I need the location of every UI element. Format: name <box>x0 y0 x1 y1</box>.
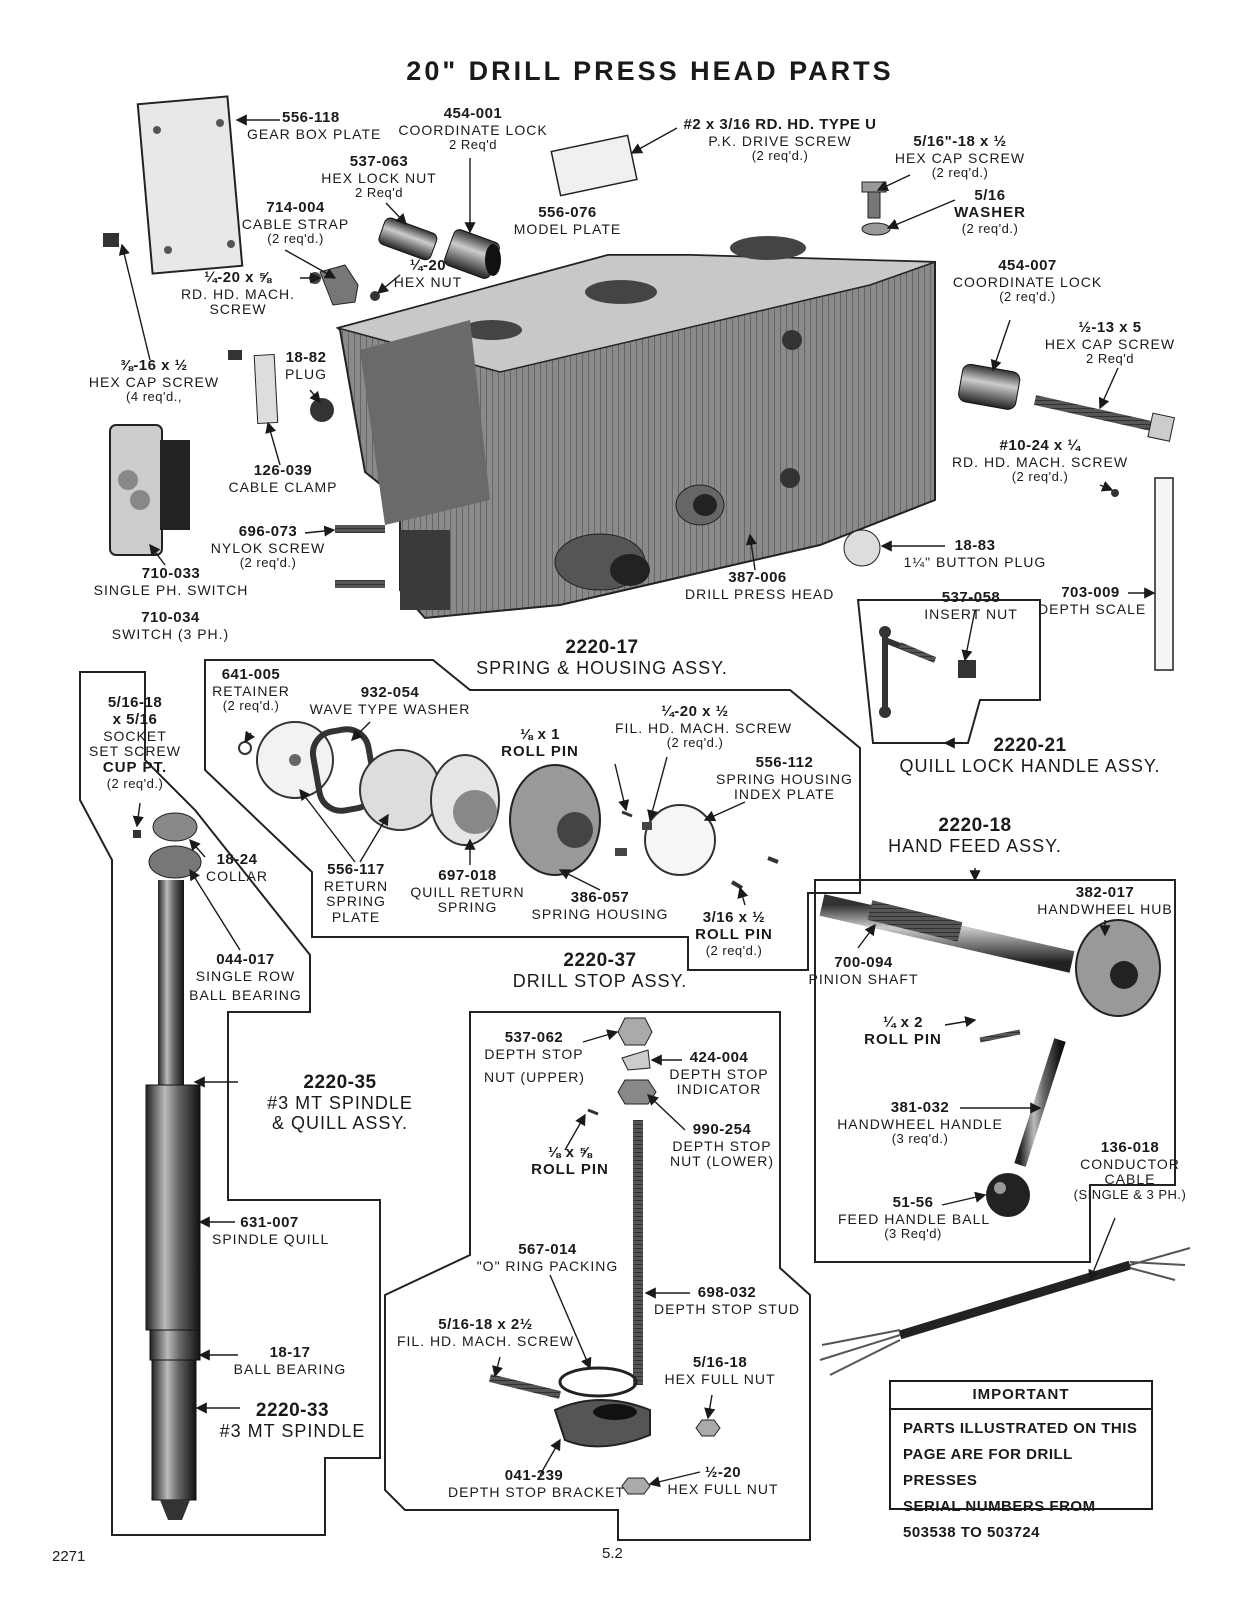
label-wave-washer: 932-054 WAVE TYPE WASHER <box>309 684 471 717</box>
label-depth-stop-bracket: 041-239 DEPTH STOP BRACKET <box>448 1467 625 1500</box>
conductor-cable <box>819 1247 1191 1376</box>
label-coordinate-lock-a: 454-001 COORDINATE LOCK 2 Req'd <box>398 105 548 153</box>
label-depth-stop-nut-upper: 537-062 DEPTH STOP NUT (UPPER) <box>484 1029 585 1086</box>
label-rd-hd-screw-14: ¼-20 x ⅝ RD. HD. MACH. SCREW <box>180 269 296 318</box>
label-quill-return-spring: 697-018 QUILL RETURN SPRING <box>410 867 525 916</box>
label-ball-bearing-single: 044-017 SINGLE ROW BALL BEARING <box>189 951 302 1004</box>
label-roll-pin-18x58: ⅛ x ⅝ ROLL PIN <box>531 1144 609 1178</box>
label-insert-nut: 537-058 INSERT NUT <box>924 589 1018 622</box>
label-button-plug: 18-83 1¼" BUTTON PLUG <box>903 537 1047 570</box>
label-fil-hd-screw-14: ¼-20 x ½ FIL. HD. MACH. SCREW (2 req'd.) <box>615 703 793 751</box>
label-handwheel-handle: 381-032 HANDWHEEL HANDLE (3 req'd.) <box>837 1099 1003 1147</box>
label-fil-hd-screw-516: 5/16-18 x 2½ FIL. HD. MACH. SCREW <box>396 1316 575 1349</box>
label-feed-handle-ball: 51-56 FEED HANDLE BALL (3 Req'd) <box>838 1194 991 1242</box>
quill-lock-handle <box>879 626 976 718</box>
doc-number: 2271 <box>52 1548 86 1565</box>
label-rd-hd-screw-10: #10-24 x ¼ RD. HD. MACH. SCREW (2 req'd.… <box>951 437 1129 485</box>
label-single-switch: 710-033 SINGLE PH. SWITCH <box>93 565 249 598</box>
label-hex-full-nut-516: 5/16-18 HEX FULL NUT <box>664 1354 776 1387</box>
hand-feed-parts <box>819 894 1161 1217</box>
label-washer-516: 5/16 WASHER (2 req'd.) <box>954 187 1026 236</box>
label-drill-press-head: 387-006 DRILL PRESS HEAD <box>685 569 835 602</box>
assembly-drill-stop: 2220-37 DRILL STOP ASSY. <box>512 950 688 992</box>
label-nylok-screw: 696-073 NYLOK SCREW (2 req'd.) <box>210 523 326 571</box>
label-handwheel-hub: 382-017 HANDWHEEL HUB <box>1037 884 1173 917</box>
important-heading: IMPORTANT <box>891 1382 1151 1410</box>
page-title: 20" DRILL PRESS HEAD PARTS <box>406 56 894 86</box>
assembly-hand-feed: 2220-18 HAND FEED ASSY. <box>888 815 1062 857</box>
label-depth-stop-nut-lower: 990-254 DEPTH STOP NUT (LOWER) <box>669 1121 775 1170</box>
spindle-quill-parts <box>133 812 202 1520</box>
label-index-plate: 556-112 SPRING HOUSING INDEX PLATE <box>716 754 853 803</box>
label-retainer: 641-005 RETAINER (2 req'd.) <box>212 666 290 714</box>
label-hex-cap-screw-12: ½-13 x 5 HEX CAP SCREW 2 Req'd <box>1044 319 1176 367</box>
label-hex-lock-nut: 537-063 HEX LOCK NUT 2 Req'd <box>321 153 437 201</box>
label-cable-clamp: 126-039 CABLE CLAMP <box>228 462 338 495</box>
label-hex-cap-screw-516: 5/16"-18 x ½ HEX CAP SCREW (2 req'd.) <box>894 133 1026 181</box>
spring-housing-parts <box>238 721 779 890</box>
label-cable-strap: 714-004 CABLE STRAP (2 req'd.) <box>241 199 350 247</box>
label-depth-stop-stud: 698-032 DEPTH STOP STUD <box>654 1284 800 1317</box>
label-roll-pin-316: 3/16 x ½ ROLL PIN (2 req'd.) <box>695 909 773 958</box>
label-plug: 18-82 PLUG <box>284 349 328 382</box>
assembly-quill-lock: 2220-21 QUILL LOCK HANDLE ASSY. <box>899 735 1161 777</box>
label-hex-full-nut-12: ½-20 HEX FULL NUT <box>667 1464 779 1497</box>
label-hex-cap-screw-38: ⅜-16 x ½ HEX CAP SCREW (4 req'd., <box>88 357 220 405</box>
label-socket-set-screw: 5/16-18 x 5/16 SOCKET SET SCREW CUP PT. … <box>89 694 181 791</box>
important-note: IMPORTANT PARTS ILLUSTRATED ON THIS PAGE… <box>889 1380 1153 1541</box>
label-depth-stop-indicator: 424-004 DEPTH STOP INDICATOR <box>669 1049 769 1098</box>
label-switch-3ph: 710-034 SWITCH (3 PH.) <box>111 609 230 642</box>
label-spindle-quill: 631-007 SPINDLE QUILL <box>212 1214 330 1247</box>
assembly-spindle: 2220-33 #3 MT SPINDLE <box>219 1400 366 1442</box>
label-coordinate-lock-b: 454-007 COORDINATE LOCK (2 req'd.) <box>952 257 1103 305</box>
label-return-spring-plate: 556-117 RETURN SPRING PLATE <box>323 861 389 926</box>
label-spring-housing: 386-057 SPRING HOUSING <box>531 889 669 922</box>
page-number: 5.2 <box>602 1545 623 1562</box>
label-gear-box-plate: 556-118 GEAR BOX PLATE <box>247 109 382 142</box>
important-line: PAGE ARE FOR DRILL PRESSES <box>903 1446 1073 1489</box>
label-model-plate: 556-076 MODEL PLATE <box>513 204 622 237</box>
leader-lines <box>118 114 1156 1488</box>
label-drive-screw: #2 x 3/16 RD. HD. TYPE U P.K. DRIVE SCRE… <box>683 116 877 164</box>
important-line: 503538 TO 503724 <box>903 1524 1041 1541</box>
label-depth-scale: 703-009 DEPTH SCALE <box>1038 584 1147 617</box>
label-pinion-shaft: 700-094 PINION SHAFT <box>808 954 919 987</box>
important-body: PARTS ILLUSTRATED ON THIS PAGE ARE FOR D… <box>891 1410 1151 1552</box>
important-line: SERIAL NUMBERS FROM <box>903 1498 1096 1515</box>
label-collar: 18-24 COLLAR <box>205 851 269 884</box>
assembly-outlines <box>79 599 1176 1541</box>
assembly-spring-housing: 2220-17 SPRING & HOUSING ASSY. <box>476 637 728 679</box>
drill-press-head-casting <box>335 236 936 620</box>
label-conductor-cable: 136-018 CONDUCTOR CABLE (SINGLE & 3 PH.) <box>1073 1139 1187 1203</box>
label-roll-pin-18x1: ⅛ x 1 ROLL PIN <box>501 726 579 760</box>
label-o-ring: 567-014 "O" RING PACKING <box>476 1241 619 1274</box>
label-roll-pin-14x2: ¼ x 2 ROLL PIN <box>864 1014 942 1048</box>
upper-small-parts <box>103 95 1176 671</box>
assembly-spindle-quill: 2220-35 #3 MT SPINDLE & QUILL ASSY. <box>267 1072 413 1134</box>
label-ball-bearing: 18-17 BALL BEARING <box>233 1344 347 1377</box>
label-hex-nut-14: ¼-20 HEX NUT <box>393 257 463 290</box>
important-line: PARTS ILLUSTRATED ON THIS <box>903 1420 1138 1437</box>
